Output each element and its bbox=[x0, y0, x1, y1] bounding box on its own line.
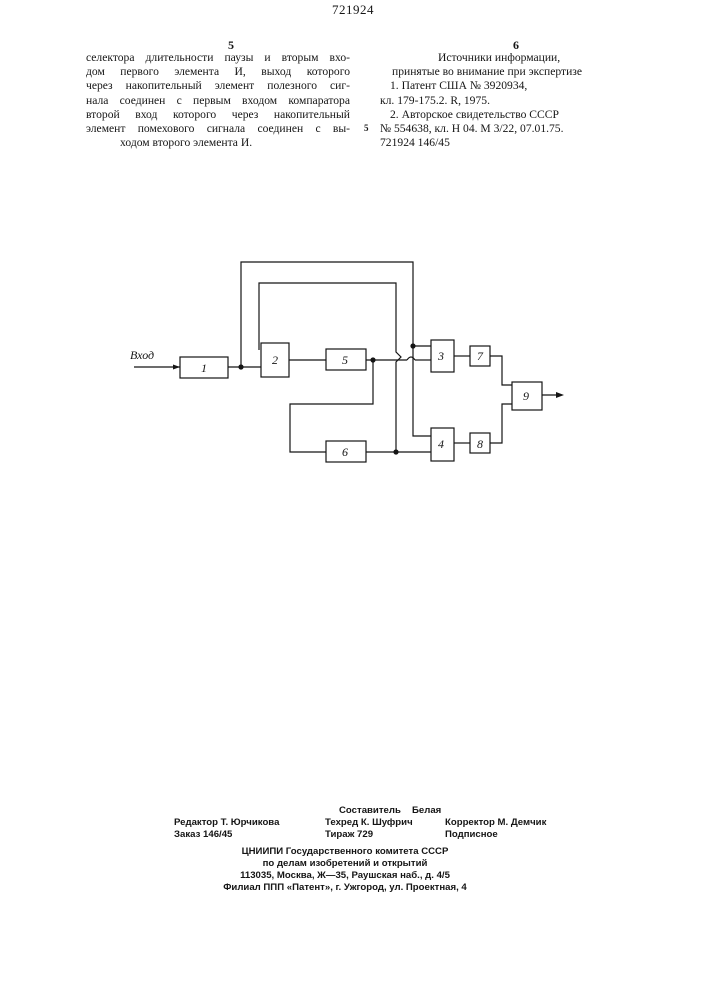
corrector: Корректор М. Демчик bbox=[445, 817, 546, 828]
compiler-name: Белая bbox=[412, 805, 441, 816]
block-6-label: 6 bbox=[342, 445, 348, 459]
org-line-1: ЦНИИПИ Государственного комитета СССР bbox=[135, 846, 555, 857]
block-4-label: 4 bbox=[438, 437, 444, 451]
org-line-2: по делам изобретений и открытий bbox=[135, 858, 555, 869]
org-line-3: 113035, Москва, Ж—35, Раушская наб., д. … bbox=[135, 870, 555, 881]
circulation: Тираж 729 bbox=[325, 829, 373, 840]
editor: Редактор Т. Юрчикова bbox=[174, 817, 279, 828]
block-8-label: 8 bbox=[477, 437, 483, 451]
input-label: Вход bbox=[130, 348, 154, 362]
subscription: Подписное bbox=[445, 829, 498, 840]
block-7-label: 7 bbox=[477, 349, 484, 363]
block-9-label: 9 bbox=[523, 389, 529, 403]
org-line-4: Филиал ППП «Патент», г. Ужгород, ул. Про… bbox=[135, 882, 555, 893]
order: Заказ 146/45 bbox=[174, 829, 232, 840]
block-3-label: 3 bbox=[437, 349, 444, 363]
tech-editor: Техред К. Шуфрич bbox=[325, 817, 413, 828]
compiler-label: Составитель bbox=[339, 805, 401, 816]
block-2-label: 2 bbox=[272, 353, 278, 367]
block-1-label: 1 bbox=[201, 361, 207, 375]
block-5-label: 5 bbox=[342, 353, 348, 367]
